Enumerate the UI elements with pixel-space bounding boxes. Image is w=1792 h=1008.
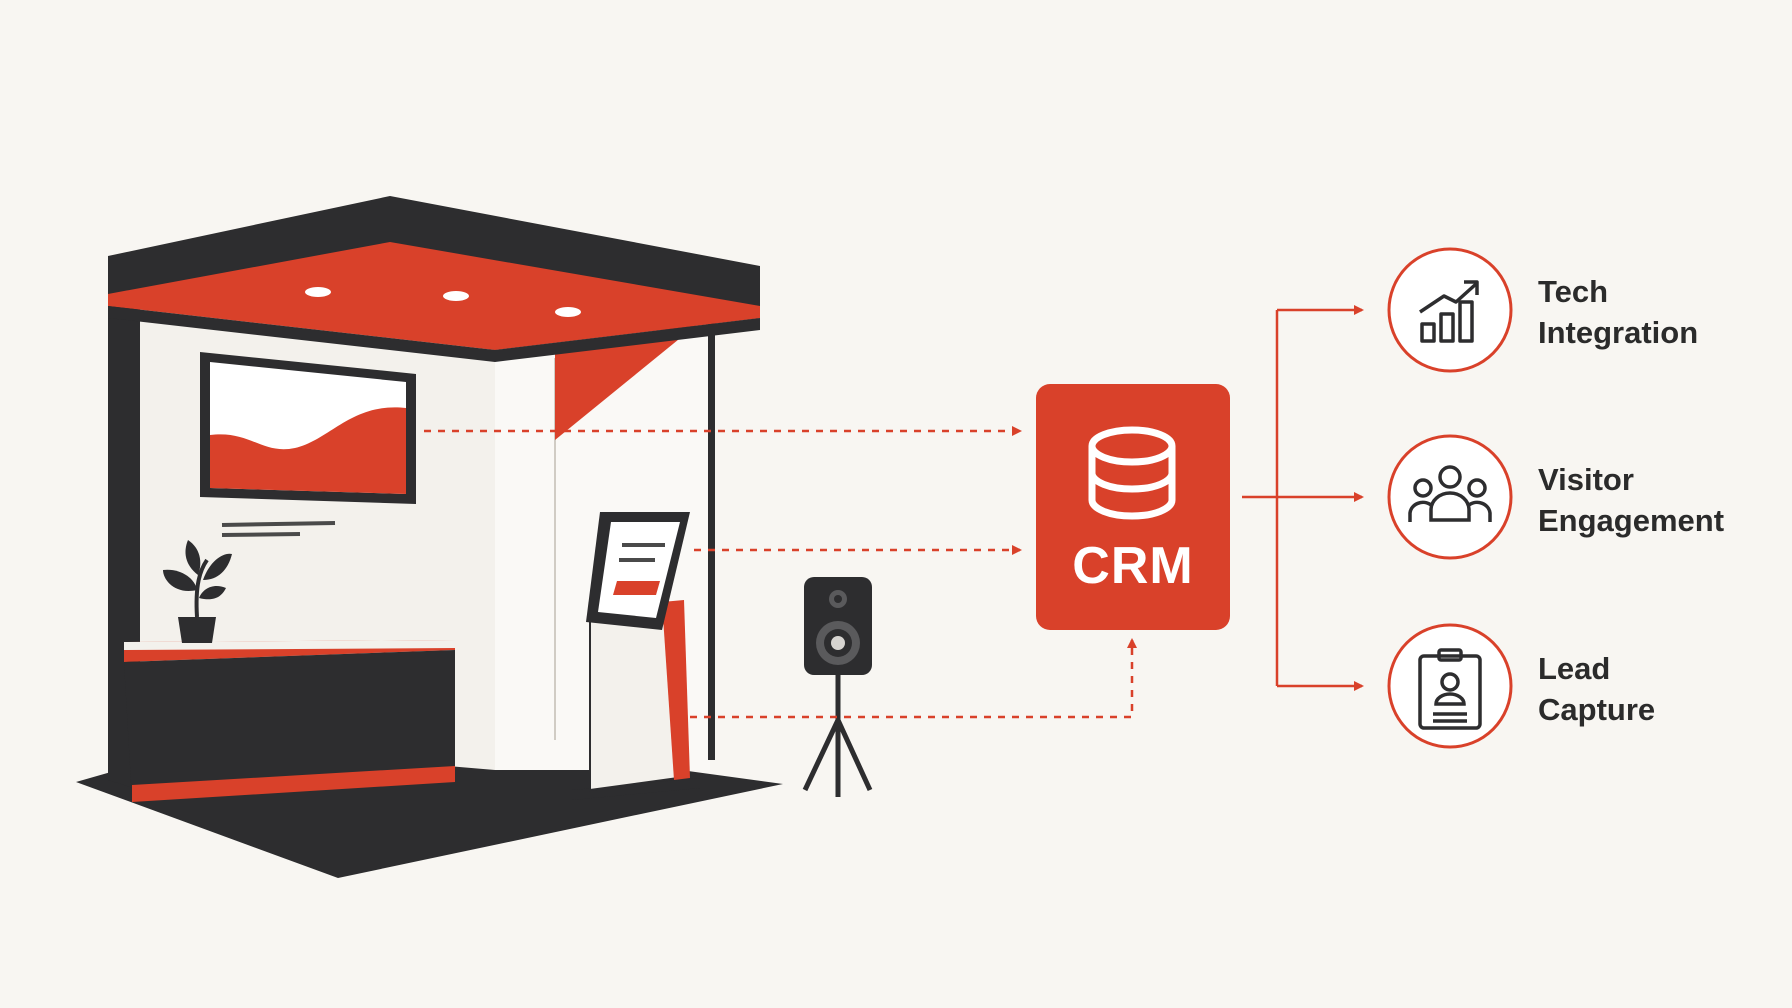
- output-connectors: [1242, 305, 1364, 691]
- reception-counter: [124, 640, 455, 802]
- lead-capture-label: Lead Capture: [1538, 648, 1655, 730]
- ceiling-light: [305, 287, 331, 297]
- tech-integration-node: [1387, 247, 1513, 373]
- visitor-engagement-label: Visitor Engagement: [1538, 459, 1724, 541]
- lead-capture-line2: Capture: [1538, 692, 1656, 727]
- visitor-engagement-line1: Visitor: [1538, 462, 1634, 497]
- ceiling-light: [443, 291, 469, 301]
- crm-box: [1036, 384, 1230, 630]
- booth-red-banner: [555, 322, 700, 440]
- people-group-icon: [1408, 465, 1492, 522]
- source-connectors: [424, 426, 1137, 719]
- potted-plant: [163, 540, 232, 643]
- booth-canopy-stripe: [108, 242, 760, 350]
- booth-right-pillar: [708, 320, 715, 760]
- tech-integration-line2: Integration: [1538, 315, 1699, 350]
- lead-capture-node: [1387, 623, 1513, 749]
- display-screen: [200, 352, 416, 504]
- lead-capture-line1: Lead: [1538, 651, 1611, 686]
- tech-integration-line1: Tech: [1538, 274, 1609, 309]
- visitor-engagement-node: [1387, 434, 1513, 560]
- ceiling-light: [555, 307, 581, 317]
- speaker: [802, 577, 873, 797]
- database-icon: [1088, 426, 1176, 520]
- id-badge-icon: [1418, 648, 1482, 730]
- kiosk: [572, 512, 700, 800]
- connector-speaker-to-crm: [690, 638, 1137, 719]
- exhibition-booth: [76, 196, 873, 878]
- growth-chart-icon: [1419, 280, 1479, 343]
- tech-integration-label: Tech Integration: [1538, 271, 1698, 353]
- crm-label: CRM: [1072, 537, 1194, 595]
- visitor-engagement-line2: Engagement: [1538, 503, 1725, 538]
